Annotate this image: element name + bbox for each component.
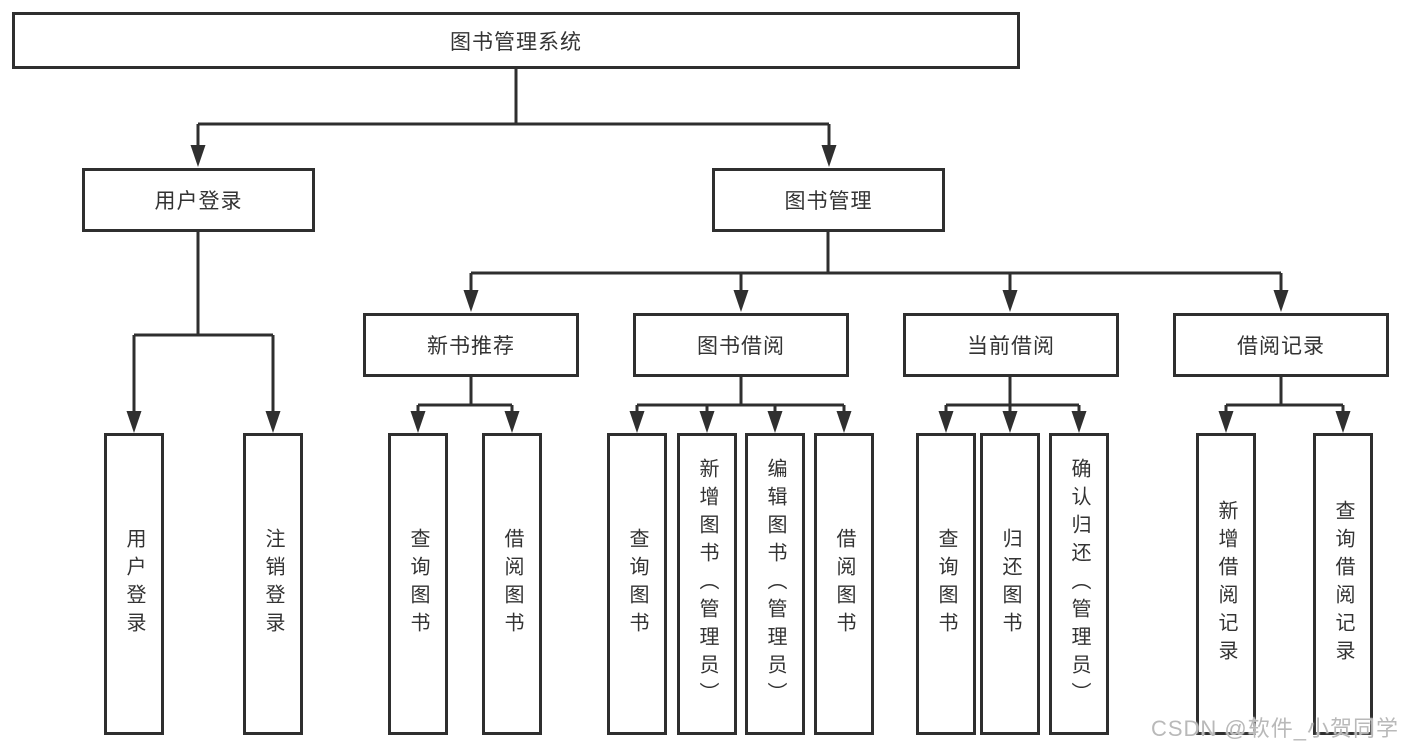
node-root-label: 图书管理系统 [450,30,582,54]
leaf-edit-book-admin-label: 编辑图书（管理员） [764,458,786,710]
node-book-management: 图书管理 [712,168,945,232]
leaf-edit-book-admin: 编辑图书（管理员） [745,433,805,735]
leaf-confirm-return-admin-label: 确认归还（管理员） [1068,458,1090,710]
leaf-query-borrow-record: 查询借阅记录 [1313,433,1373,735]
leaf-query-book-borrow: 查询图书 [607,433,667,735]
node-root: 图书管理系统 [12,12,1020,69]
leaf-query-book-borrow-label: 查询图书 [626,528,648,640]
leaf-logout-label: 注销登录 [262,528,284,640]
node-new-book-recommend-label: 新书推荐 [427,335,515,358]
leaf-borrow-book-recommend-label: 借阅图书 [501,528,523,640]
node-new-book-recommend: 新书推荐 [363,313,579,377]
leaf-query-borrow-record-label: 查询借阅记录 [1332,500,1354,668]
leaf-borrow-book: 借阅图书 [814,433,874,735]
leaf-add-book-admin: 新增图书（管理员） [677,433,737,735]
node-current-borrow-label: 当前借阅 [967,335,1055,358]
leaf-query-book-current: 查询图书 [916,433,976,735]
leaf-query-book-current-label: 查询图书 [935,528,957,640]
leaf-add-borrow-record: 新增借阅记录 [1196,433,1256,735]
leaf-logout: 注销登录 [243,433,303,735]
leaf-add-book-admin-label: 新增图书（管理员） [696,458,718,710]
node-book-management-label: 图书管理 [784,190,873,213]
leaf-borrow-book-label: 借阅图书 [833,528,855,640]
leaf-user-login: 用户登录 [104,433,164,735]
node-current-borrow: 当前借阅 [903,313,1119,377]
node-borrow-records: 借阅记录 [1173,313,1389,377]
csdn-watermark: CSDN @软件_小贺同学 [1150,716,1399,741]
leaf-borrow-book-recommend: 借阅图书 [482,433,542,735]
leaf-user-login-label: 用户登录 [123,528,145,640]
leaf-query-book-recommend-label: 查询图书 [407,528,429,640]
node-user-login: 用户登录 [82,168,315,232]
node-book-borrow: 图书借阅 [633,313,849,377]
leaf-add-borrow-record-label: 新增借阅记录 [1215,500,1237,668]
node-user-login-label: 用户登录 [154,190,243,213]
leaf-confirm-return-admin: 确认归还（管理员） [1049,433,1109,735]
leaf-return-book: 归还图书 [980,433,1040,735]
node-book-borrow-label: 图书借阅 [697,335,785,358]
leaf-query-book-recommend: 查询图书 [388,433,448,735]
node-borrow-records-label: 借阅记录 [1237,335,1325,358]
leaf-return-book-label: 归还图书 [999,528,1021,640]
